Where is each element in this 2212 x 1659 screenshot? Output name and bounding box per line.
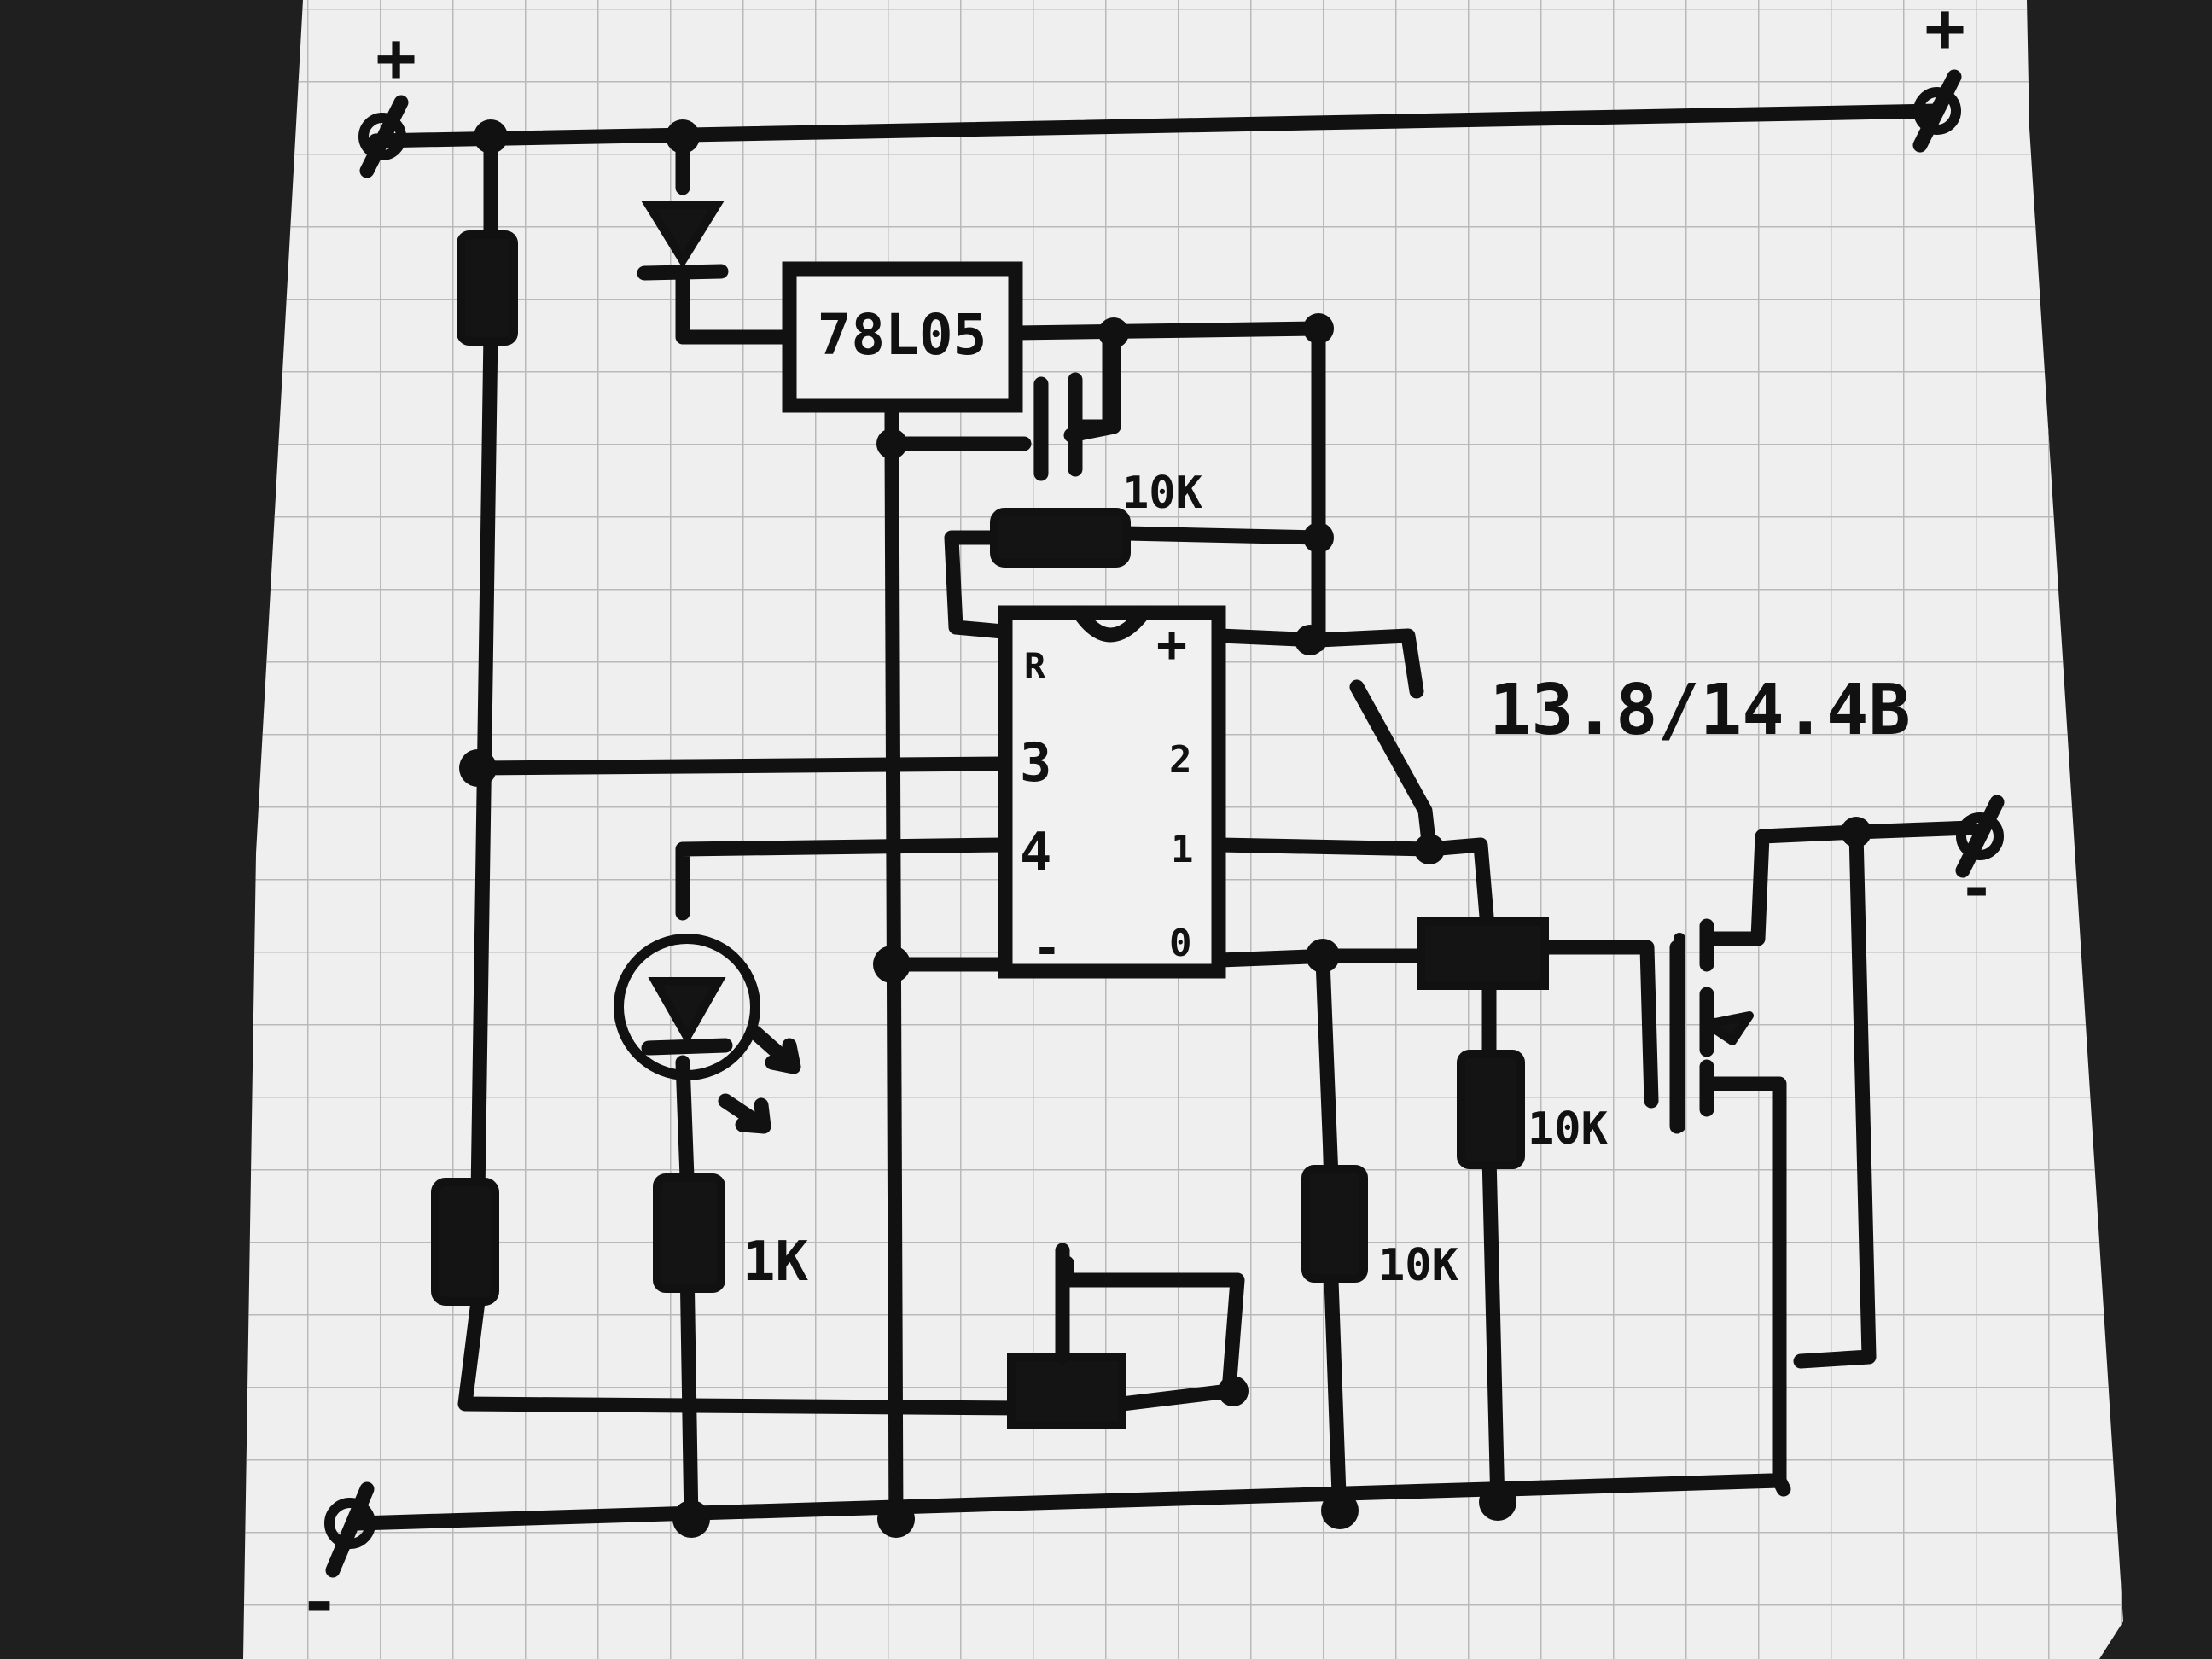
led: [614, 934, 801, 1134]
diode: [637, 201, 729, 281]
ic-pin-3: 3: [1020, 731, 1051, 794]
label-r-led: 1K: [742, 1231, 809, 1294]
minus-right: -: [1959, 853, 1994, 923]
junctions: [459, 119, 1871, 1538]
terminal-top-left: [358, 95, 409, 178]
mosfet: [1674, 918, 1754, 1132]
plus-top-right: +: [1924, 0, 1965, 67]
resistor-feedback: [990, 508, 1131, 568]
terminal-bottom-left: [324, 1481, 375, 1578]
regulator-label: 78L05: [818, 302, 987, 368]
terminal-top-right: [1912, 69, 1962, 153]
label-r-feedback: 10K: [1122, 468, 1203, 519]
regulator-78l05: [782, 261, 1023, 413]
ic-pin-1: 1: [1171, 828, 1194, 871]
label-r-gate: 10K: [1528, 1103, 1609, 1155]
ic-pin-plus: +: [1156, 614, 1187, 674]
resistor-gate-pulldown: [1457, 1050, 1525, 1169]
terminal-right-negative: [1955, 795, 2005, 878]
ic-pin-4: 4: [1020, 821, 1051, 883]
label-r-divider: 10K: [1378, 1240, 1459, 1291]
switch-bottom: [1007, 1243, 1126, 1429]
resistor-bottom-left: [431, 1178, 499, 1306]
plus-top-left: +: [375, 18, 416, 97]
capacitor: [1033, 325, 1117, 481]
resistor-1k: [653, 1173, 725, 1293]
minus-bottom-left: -: [299, 1563, 340, 1642]
ic-pin-2: 2: [1169, 738, 1192, 782]
ic-pin-r: R: [1024, 645, 1046, 687]
ic-pin-0: 0: [1169, 922, 1192, 965]
ic-chip: R + 3 2 4 1 - 0: [998, 605, 1226, 979]
label-relay-voltage: 13.8/14.4B: [1489, 670, 1911, 751]
relay-coil: [1417, 917, 1549, 990]
resistor-top-left: [457, 230, 518, 346]
ic-pin-minus: -: [1033, 921, 1062, 976]
resistor-divider: [1301, 1165, 1368, 1283]
